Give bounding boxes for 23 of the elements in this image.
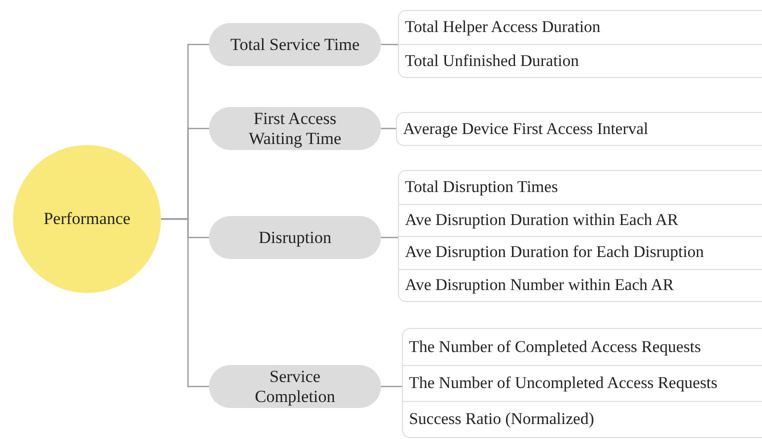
connector-line — [381, 236, 398, 238]
list-item: Ave Disruption Number within Each AR — [399, 268, 762, 301]
list-item: Total Unfinished Duration — [399, 44, 762, 77]
topic-circle: Performance — [13, 145, 161, 293]
list-item: Average Device First Access Interval — [397, 113, 762, 145]
list-panel — [402, 328, 762, 438]
connector-line — [381, 128, 396, 130]
category-pill: First Access Waiting Time — [209, 107, 381, 150]
connector-line — [381, 44, 398, 46]
category-pill: Service Completion — [209, 365, 381, 408]
connector-line — [381, 386, 402, 388]
list-item: Total Helper Access Duration — [399, 11, 762, 44]
connector-line — [161, 218, 209, 388]
list-item: Success Ratio (Normalized) — [403, 401, 762, 437]
list-item: The Number of Uncompleted Access Requests — [403, 365, 762, 401]
list-item: Total Disruption Times — [399, 171, 762, 204]
list-item: The Number of Completed Access Requests — [403, 329, 762, 365]
list-item: Ave Disruption Duration within Each AR — [399, 204, 762, 236]
list-panel — [398, 10, 762, 78]
category-pill: Total Service Time — [209, 23, 381, 66]
list-item: Ave Disruption Duration for Each Disruption — [399, 236, 762, 268]
category-pill: Disruption — [209, 216, 381, 259]
list-panel — [398, 170, 762, 302]
